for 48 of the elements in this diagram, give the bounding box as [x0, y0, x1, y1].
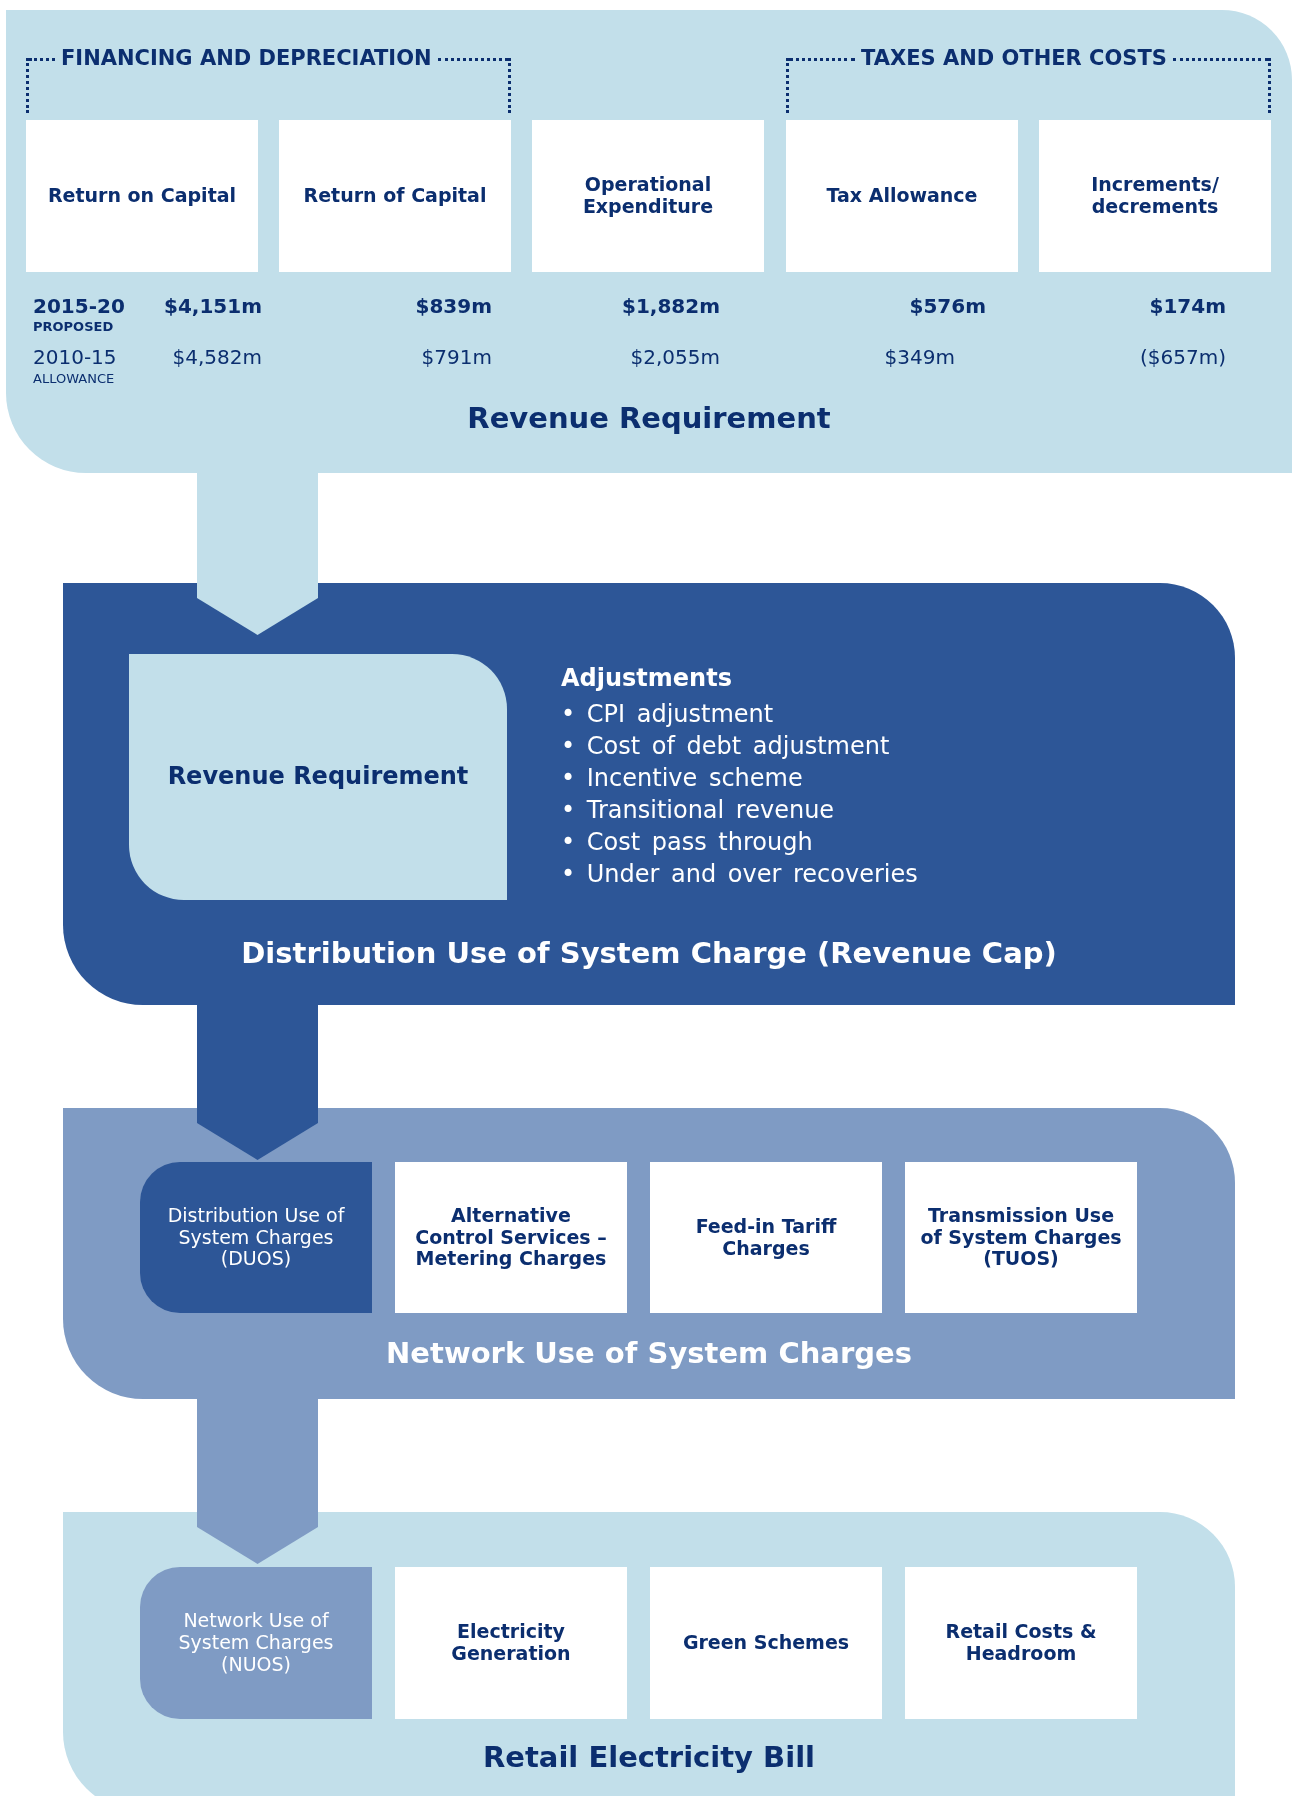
bullet-item: • Incentive scheme [561, 763, 804, 794]
period-note: ALLOWANCE [33, 372, 115, 385]
bullet-item: • Transitional revenue [561, 795, 836, 826]
panel-title: Network Use of System Charges [386, 1335, 912, 1372]
value-label: ($657m) [1140, 347, 1226, 367]
cost-box: Green Schemes [650, 1567, 882, 1719]
cost-box: Increments/ decrements [1039, 120, 1271, 272]
period-label: 2010-15 [33, 347, 117, 367]
cost-box: Return on Capital [26, 120, 258, 272]
value-label: $576m [909, 296, 986, 316]
value-label: $349m [884, 347, 955, 367]
cost-box: Feed-in Tariff Charges [650, 1162, 882, 1313]
value-label: $4,582m [172, 347, 262, 367]
cost-box: Operational Expenditure [532, 120, 764, 272]
group-label: FINANCING AND DEPRECIATION [61, 48, 432, 69]
panel-title: Retail Electricity Bill [482, 1739, 815, 1776]
bullet-item: • CPI adjustment [561, 699, 775, 730]
panel-title: Revenue Requirement [467, 400, 831, 437]
value-label: $2,055m [630, 347, 720, 367]
value-label: $839m [415, 296, 492, 316]
cost-box: Electricity Generation [395, 1567, 627, 1719]
value-label: $4,151m [163, 296, 262, 316]
cost-box: Alternative Control Services – Metering Charges [395, 1162, 627, 1313]
bullet-item: • Under and over recoveries [561, 859, 918, 890]
value-label: $1,882m [621, 296, 720, 316]
requirement-box: Revenue Requirement [129, 654, 507, 900]
network-panel [63, 1108, 1235, 1399]
bullet-item: • Cost of debt adjustment [561, 731, 891, 762]
top-panel [6, 10, 1292, 473]
period-label: 2015-20 [33, 296, 125, 316]
cost-box: Transmission Use of System Charges (TUOS) [905, 1162, 1137, 1313]
cost-box: Return of Capital [279, 120, 511, 272]
list-heading: Adjustments [561, 664, 733, 692]
retail-panel [63, 1512, 1235, 1796]
period-note: PROPOSED [33, 320, 114, 333]
charge-box: Distribution Use of System Charges (DUOS) [140, 1162, 372, 1313]
value-label: $174m [1149, 296, 1226, 316]
panel-title: Distribution Use of System Charge (Revenue Cap) [241, 935, 1057, 972]
charge-box: Network Use of System Charges (NUOS) [140, 1567, 372, 1719]
cost-box: Tax Allowance [786, 120, 1018, 272]
bullet-item: • Cost pass through [561, 827, 814, 858]
block-arrow [197, 1399, 318, 1564]
block-arrow [197, 1005, 318, 1160]
group-label: TAXES AND OTHER COSTS [861, 48, 1167, 69]
value-label: $791m [421, 347, 492, 367]
distribution-panel [63, 583, 1235, 1005]
cost-box: Retail Costs & Headroom [905, 1567, 1137, 1719]
block-arrow [197, 473, 318, 635]
